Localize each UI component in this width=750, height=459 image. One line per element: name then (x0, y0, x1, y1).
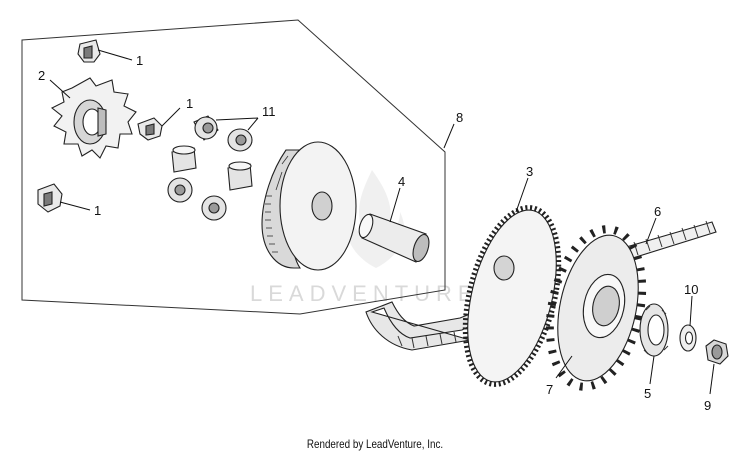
callout-5: 5 (644, 386, 651, 401)
variator-pulley (261, 141, 357, 271)
nut (705, 339, 729, 365)
roller-2 (227, 128, 253, 152)
callout-10: 10 (684, 282, 698, 297)
callout-6: 6 (654, 204, 661, 219)
callout-1-bottom: 1 (94, 203, 101, 218)
callout-9: 9 (704, 398, 711, 413)
roller-4 (227, 161, 253, 191)
hub-ring (639, 303, 669, 357)
roller-6 (201, 195, 227, 221)
footer-credit: Rendered by LeadVenture, Inc. (306, 437, 444, 451)
roller-1 (193, 115, 219, 141)
ramp-plate (50, 77, 137, 159)
kit-outline (21, 19, 446, 315)
slider-middle (137, 117, 163, 141)
callout-2: 2 (38, 68, 45, 83)
callout-4: 4 (398, 174, 405, 189)
slider-bottom (37, 183, 63, 213)
washer (679, 324, 697, 352)
drive-belt (365, 220, 717, 351)
callout-1-middle: 1 (186, 96, 193, 111)
slider-top (77, 39, 101, 63)
starter-gear (462, 205, 562, 387)
bushing (358, 213, 430, 263)
roller-5 (167, 177, 193, 203)
roller-3 (171, 145, 197, 173)
callout-7: 7 (546, 382, 553, 397)
callout-3: 3 (526, 164, 533, 179)
callout-1-top: 1 (136, 53, 143, 68)
callouts: 1 2 1 11 8 4 3 1 6 10 7 5 9 (38, 53, 711, 413)
leader-lines (49, 49, 715, 395)
fixed-pulley (545, 225, 647, 391)
callout-11: 11 (262, 104, 276, 119)
callout-8: 8 (456, 110, 463, 125)
watermark-text: LEADVENTURE (250, 281, 479, 306)
